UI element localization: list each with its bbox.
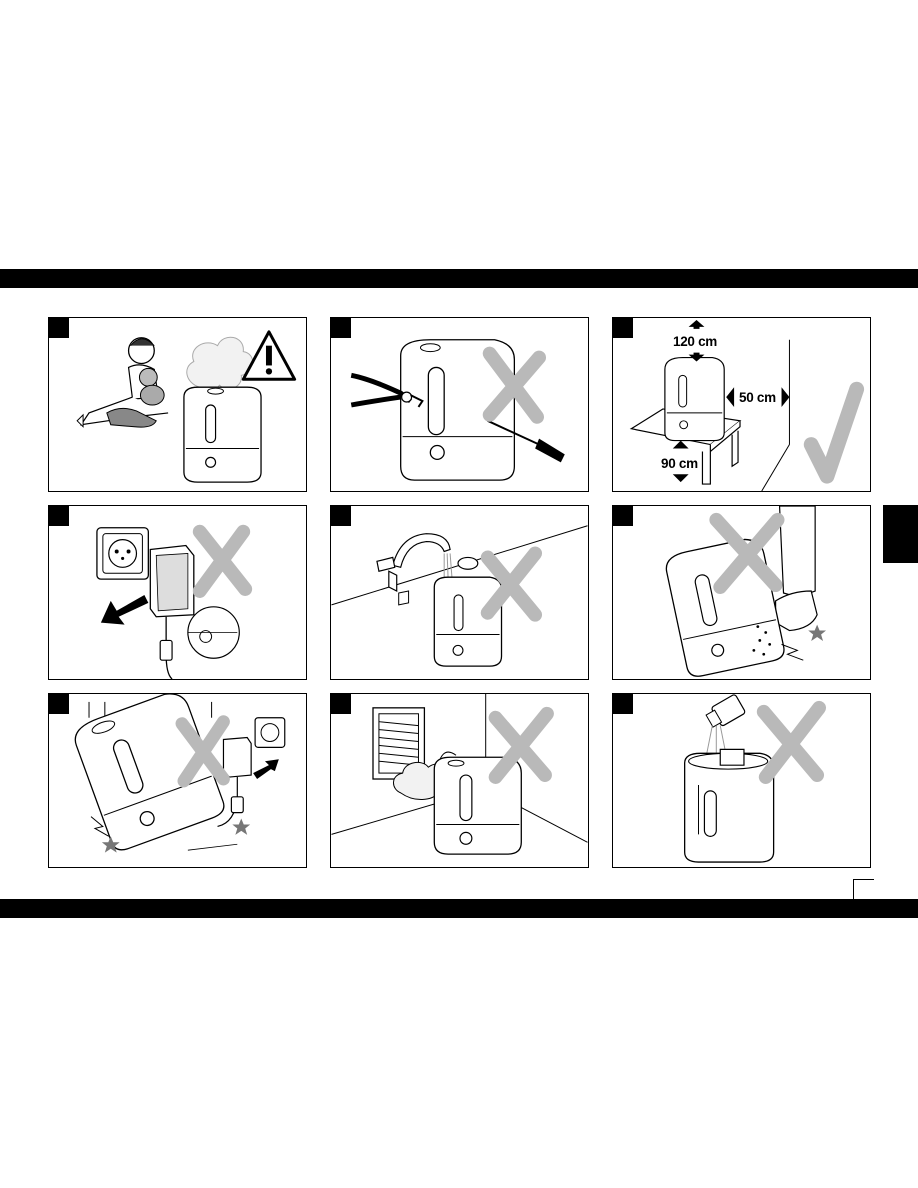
panel-4 bbox=[48, 505, 307, 680]
distance-above-label: 120 cm bbox=[673, 334, 717, 349]
no-disassembly-illustration bbox=[331, 318, 588, 491]
panel-3: 120 cm 50 cm 90 cm bbox=[612, 317, 871, 492]
panel-9 bbox=[612, 693, 871, 868]
panel-8 bbox=[330, 693, 589, 868]
panel-2 bbox=[330, 317, 589, 492]
panel-1 bbox=[48, 317, 307, 492]
socket-adapter-illustration bbox=[49, 506, 306, 679]
child-warning-illustration bbox=[49, 318, 306, 491]
panel-5 bbox=[330, 505, 589, 680]
no-vent-illustration bbox=[331, 694, 588, 867]
panel-6 bbox=[612, 505, 871, 680]
panel-7 bbox=[48, 693, 307, 868]
header-bar bbox=[0, 269, 918, 288]
no-tipping-illustration bbox=[49, 694, 306, 867]
section-tab bbox=[883, 505, 918, 563]
no-kick-illustration bbox=[613, 506, 870, 679]
distance-floor-label: 90 cm bbox=[661, 456, 698, 471]
page-number-box bbox=[853, 879, 874, 900]
filling-water-illustration bbox=[331, 506, 588, 679]
distance-side-label: 50 cm bbox=[739, 390, 776, 405]
no-additive-illustration bbox=[613, 694, 870, 867]
footer-bar bbox=[0, 899, 918, 918]
